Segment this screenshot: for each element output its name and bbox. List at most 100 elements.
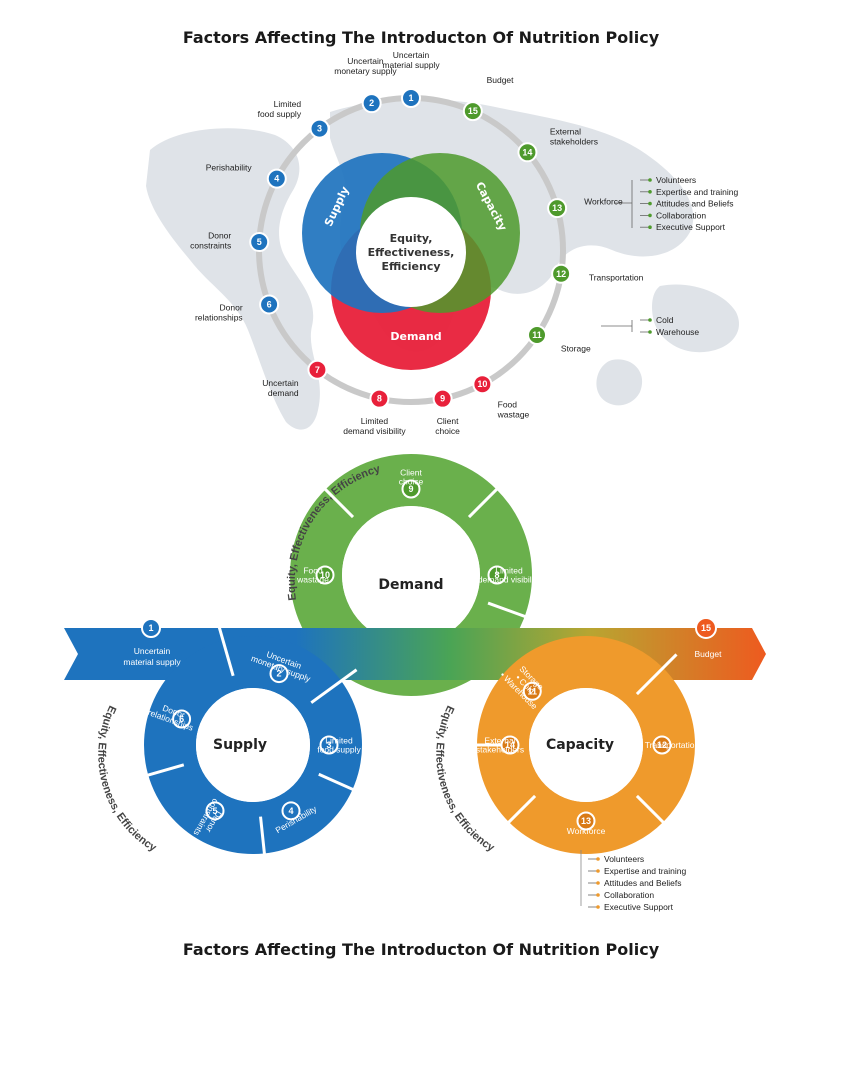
ring-badge-number-4: 4: [274, 174, 279, 184]
ring-label-14-line-2: stakeholders: [550, 136, 598, 146]
supply-badge-2: [269, 664, 289, 684]
ring-label-1-line-2: material supply: [382, 60, 440, 70]
workforce-top-bullet-4: [648, 213, 652, 218]
ring-badge-number-7: 7: [315, 365, 320, 375]
ring-label-4-line-1: Perishability: [206, 162, 253, 172]
venn-center-line-2: Effectiveness,: [368, 246, 455, 259]
workforce-bottom-item-2: Expertise and training: [604, 866, 686, 876]
demand-segment-label-9-line-2: choice: [399, 477, 424, 487]
ring-badge-6: [259, 294, 280, 315]
ring-badge-number-12: 12: [556, 269, 566, 279]
venn-center-line-3: Efficiency: [381, 260, 440, 273]
ring-badge-12: [551, 263, 572, 284]
venn-center-line-1: Equity,: [390, 232, 433, 245]
workforce-top-item-4: Collaboration: [656, 210, 706, 220]
supply-segment-label-3-line-2: food supply: [317, 745, 361, 755]
arrow-start-label-1: Uncertain: [134, 646, 171, 656]
ring-label-10-line-1: Food: [498, 399, 518, 409]
capacity-badge-14: [500, 735, 520, 755]
ring-badge-number-6: 6: [267, 299, 272, 309]
ring-badge-number-2: 2: [369, 98, 374, 108]
workforce-top-item-5: Executive Support: [656, 222, 726, 232]
ring-factor-4: 4 Perishability: [206, 162, 287, 189]
capacity-badge-12: [652, 735, 672, 755]
storage-top-item-1: Cold: [656, 315, 674, 325]
capacity-badge-number-14: 14: [505, 740, 515, 750]
workforce-top-item-2: Expertise and training: [656, 187, 738, 197]
ring-label-3-line-2: food supply: [258, 109, 302, 119]
ring-badge-number-14: 14: [522, 147, 532, 157]
demand-badge-number-8: 8: [494, 570, 499, 580]
venn-diagram: Supply Capacity Demand Equity, Effective…: [302, 153, 520, 370]
capacity-segment-label-14-line-1: External: [484, 736, 515, 746]
capacity-segment-label-13-line-1: Workforce: [567, 826, 606, 836]
workforce-bottom-item-1: Volunteers: [604, 854, 644, 864]
capacity-badge-number-12: 12: [657, 740, 667, 750]
arrow-start-label-2: material supply: [123, 657, 181, 667]
demand-badge-10: [315, 565, 335, 585]
capacity-badge-number-11: 11: [528, 686, 538, 696]
ring-label-2-line-2: monetary supply: [334, 66, 397, 76]
workforce-top-bullet-5: [648, 225, 652, 229]
ring-badge-2: [361, 93, 382, 114]
demand-segment-label-8-line-1: Limited: [495, 566, 523, 576]
capacity-badge-13: [576, 811, 596, 831]
ring-label-9-line-2: choice: [435, 426, 460, 436]
ring-label-5-line-1: Donor: [208, 230, 231, 240]
ring-badge-5: [249, 232, 270, 253]
supply-badge-6: [172, 709, 192, 729]
venn-demand-label: Demand: [390, 330, 441, 343]
arrow-end-label: Budget: [695, 649, 723, 659]
ring-label-10-line-2: wastage: [497, 409, 530, 419]
workforce-top-item-1: Volunteers: [656, 175, 696, 185]
demand-segment-label-9-line-1: Client: [400, 468, 422, 478]
ring-label-9-line-1: Client: [437, 416, 459, 426]
storage-top-bullet-2: [648, 330, 652, 334]
ring-label-8-line-1: Limited: [361, 416, 389, 426]
capacity-segment-label-12-line-1: Transportation: [645, 740, 700, 750]
capacity-badge-11: [522, 681, 542, 701]
ring-badge-3: [309, 118, 330, 139]
workforce-top-bullet-1: [648, 178, 652, 182]
demand-segment-label-10-line-1: Food: [303, 566, 323, 576]
workforce-bottom-item-4: Collaboration: [604, 890, 654, 900]
ring-badge-number-11: 11: [532, 330, 542, 340]
supply-badge-number-4: 4: [288, 806, 293, 816]
demand-hub-label: Demand: [378, 577, 443, 593]
workforce-bottom-bullet-5: [596, 905, 600, 909]
supply-badge-number-5: 5: [212, 806, 217, 816]
ring-badge-1: [401, 88, 421, 108]
workforce-bottom-bullet-4: [596, 893, 600, 897]
workforce-bottom-bullet-3: [596, 881, 600, 885]
ring-badge-9: [432, 388, 453, 409]
ring-label-13-line-1: Workforce: [584, 196, 623, 206]
ring-label-3-line-1: Limited: [274, 99, 302, 109]
supply-hub-label: Supply: [213, 737, 267, 753]
capacity-hub-label: Capacity: [546, 737, 614, 753]
demand-badge-number-10: 10: [320, 570, 330, 580]
ring-label-7-line-1: Uncertain: [262, 378, 299, 388]
supply-badge-number-3: 3: [326, 740, 331, 750]
ring-label-1-line-1: Uncertain: [393, 50, 430, 60]
supply-badge-3: [319, 735, 339, 755]
